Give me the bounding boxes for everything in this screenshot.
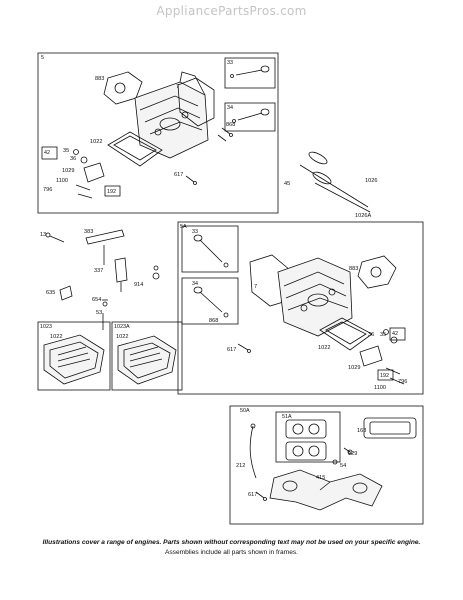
frame-5a-label: 5A <box>180 224 187 230</box>
cylinder-head-b-part <box>277 257 353 337</box>
part-337-label: 337 <box>94 268 103 274</box>
valve-cover-b-part <box>319 317 373 351</box>
frame-33b <box>181 225 239 273</box>
screw-868-part <box>217 127 233 142</box>
part-1029-label: 1029 <box>62 168 74 174</box>
frame-1023-label: 1023 <box>40 324 52 330</box>
frame-33 <box>224 57 276 89</box>
frame-50a <box>229 405 424 525</box>
part-1022b-label: 1022 <box>318 345 330 351</box>
intake-valve-part <box>230 65 270 78</box>
part-35b-label: 35 <box>380 332 386 338</box>
part-883-label: 883 <box>95 76 104 82</box>
watermark: AppliancePartsPros.com <box>156 4 307 18</box>
part-212-label: 212 <box>236 463 245 469</box>
part-1026-label: 1026 <box>365 178 377 184</box>
part-163-label: 163 <box>357 428 366 434</box>
breather-b-parts <box>359 329 405 385</box>
part-54-label: 54 <box>340 463 346 469</box>
part-929-label: 929 <box>348 451 357 457</box>
frame-1023a <box>111 321 183 391</box>
frame-51a <box>275 411 341 463</box>
frame-192b-label: 192 <box>380 373 389 379</box>
part-1022-label: 1022 <box>90 139 102 145</box>
part-36b-label: 36 <box>368 332 374 338</box>
frame-33b-label: 33 <box>192 229 198 235</box>
push-rod-parts <box>299 151 371 213</box>
frame-192 <box>104 185 121 197</box>
manifold-small-parts <box>249 423 353 501</box>
governor-parts <box>45 229 160 330</box>
frame-5-label: 5 <box>41 55 44 61</box>
bolt-617-part <box>185 175 197 185</box>
part-617-label: 617 <box>174 172 183 178</box>
part-796b-label: 796 <box>398 379 407 385</box>
frame-5 <box>37 52 279 214</box>
exhaust-valve-part <box>232 108 270 123</box>
frame-34b <box>181 277 239 325</box>
part-1100-label: 1100 <box>56 178 68 184</box>
bolt-617b-part <box>237 343 251 353</box>
part-415-label: 415 <box>316 475 325 481</box>
exhaust-valve-b-part <box>193 286 229 318</box>
part-7b-label: 7 <box>254 284 257 290</box>
part-635-label: 635 <box>46 290 55 296</box>
frame-33-label: 33 <box>227 60 233 66</box>
frame-1023a-label: 1023A <box>114 324 130 330</box>
part-36-label: 36 <box>70 156 76 162</box>
head-gasket-b-part <box>357 255 397 289</box>
cylinder-head-part <box>134 71 209 159</box>
frame-42 <box>41 146 58 160</box>
rocker-cover-1023a-part <box>117 335 177 385</box>
breather-parts <box>73 149 105 199</box>
part-617b-label: 617 <box>227 347 236 353</box>
frame-34-label: 34 <box>227 105 233 111</box>
frame-192b <box>377 369 394 381</box>
manifold-gaskets-part <box>285 419 327 461</box>
frame-5a <box>177 221 424 395</box>
disclaimer-footer: Illustrations cover a range of engines. … <box>20 538 443 558</box>
frame-51a-label: 51A <box>282 414 292 420</box>
heat-shield-163-part <box>363 417 417 439</box>
part-1029b-label: 1029 <box>348 365 360 371</box>
part-883b-label: 883 <box>349 266 358 272</box>
part-45-label: 45 <box>284 181 290 187</box>
exhaust-manifold-part <box>269 469 383 511</box>
part-35-label: 35 <box>63 148 69 154</box>
part-1022d-label: 1022 <box>116 334 128 340</box>
part-914-label: 914 <box>134 282 143 288</box>
part-383-label: 383 <box>84 229 93 235</box>
frame-42b <box>389 327 406 341</box>
intake-valve-b-part <box>193 234 229 268</box>
disclaimer-line-1: Illustrations cover a range of engines. … <box>42 539 421 546</box>
part-796-label: 796 <box>43 187 52 193</box>
part-868-label: 868 <box>226 122 235 128</box>
valve-cover-part <box>107 131 163 167</box>
rocker-cover-1023-part <box>43 334 105 385</box>
part-7-label: 7 <box>176 84 179 90</box>
part-1022c-label: 1022 <box>50 334 62 340</box>
frame-42b-label: 42 <box>392 331 398 337</box>
disclaimer-line-2: Assemblies include all parts shown in fr… <box>164 549 299 556</box>
rocker-gasket-part <box>177 77 215 127</box>
frame-42-label: 42 <box>44 150 50 156</box>
part-13-label: 13 <box>40 232 46 238</box>
part-53-label: 53 <box>96 310 102 316</box>
frame-34b-label: 34 <box>192 281 198 287</box>
part-654-label: 654 <box>92 297 101 303</box>
frame-1023 <box>37 321 111 391</box>
part-617c-label: 617 <box>248 492 257 498</box>
frame-50a-label: 50A <box>240 408 250 414</box>
part-1100b-label: 1100 <box>374 385 386 391</box>
frame-34 <box>224 102 276 132</box>
frame-192-label: 192 <box>107 189 116 195</box>
part-1026a-label: 1026A <box>355 213 371 219</box>
part-868b-label: 868 <box>209 318 218 324</box>
